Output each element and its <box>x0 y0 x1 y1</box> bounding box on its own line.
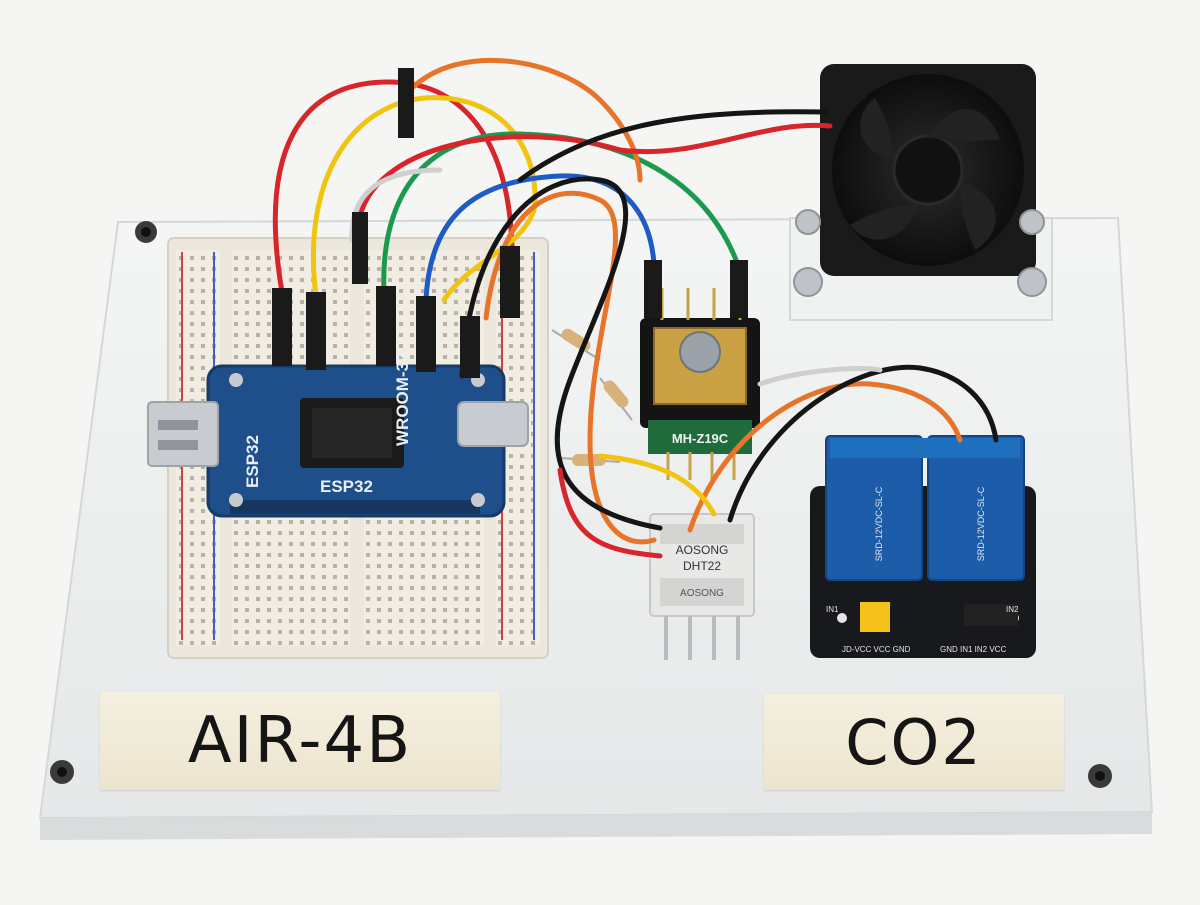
jumper-header <box>306 292 326 370</box>
relay-2-model-label: SRD-12VDC-SL-C <box>976 486 986 561</box>
handwritten-label-air-4b: AIR-4B <box>187 704 413 778</box>
jumper-header <box>352 212 368 284</box>
jumper-header <box>644 260 662 318</box>
corner-screw <box>135 221 157 243</box>
jumper-header <box>500 246 520 318</box>
jumper-header <box>398 68 414 138</box>
wire-red <box>272 79 515 295</box>
dht-brand-top: AOSONG <box>676 543 729 557</box>
jumper-header <box>272 288 292 366</box>
usb-c-connector <box>457 401 529 447</box>
relay-pins-left-label: JD-VCC VCC GND <box>842 645 911 654</box>
jumper-header <box>416 296 436 372</box>
wire-yellow-dht <box>597 453 717 517</box>
wire-red-relay <box>357 122 833 219</box>
handwritten-label-co2: CO2 <box>845 705 983 779</box>
masking-tape-label-right: CO2 <box>764 694 1064 790</box>
wire-black-relay <box>727 364 999 523</box>
cooling-fan <box>789 64 1053 321</box>
masking-tape-label-left: AIR-4B <box>100 692 500 790</box>
wire-green <box>381 131 739 295</box>
wire-red-dht <box>557 467 663 559</box>
relay-in2-label: IN2 <box>1006 605 1019 614</box>
esp32-side-label: ESP32 <box>243 435 262 488</box>
dht-brand-bottom: AOSONG <box>680 588 724 599</box>
co2-sensor-model-label: MH-Z19C <box>672 431 729 446</box>
relay-module <box>810 435 1036 658</box>
resistor <box>599 377 633 421</box>
esp32-board <box>206 364 506 518</box>
corner-screw <box>50 760 74 784</box>
usb-a-connector <box>147 401 219 467</box>
jumper-header <box>460 316 480 378</box>
esp32-chip-label: ESP32 <box>320 477 373 496</box>
relay-1-model-label: SRD-12VDC-SL-C <box>874 486 884 561</box>
relay-in1-label: IN1 <box>826 605 839 614</box>
corner-screw <box>1088 764 1112 788</box>
esp32-module-label: WROOM-32 <box>393 353 412 447</box>
dht-model-label: DHT22 <box>683 559 721 573</box>
wire-black-fan <box>517 109 829 183</box>
jumper-header <box>376 286 396 366</box>
wire-black <box>459 176 663 531</box>
jumper-header <box>730 260 748 318</box>
wire-orange-top <box>407 57 643 183</box>
wire-blue <box>423 173 657 303</box>
dht22-sensor <box>649 513 755 660</box>
relay-pins-right-label: GND IN1 IN2 VCC <box>940 645 1006 654</box>
